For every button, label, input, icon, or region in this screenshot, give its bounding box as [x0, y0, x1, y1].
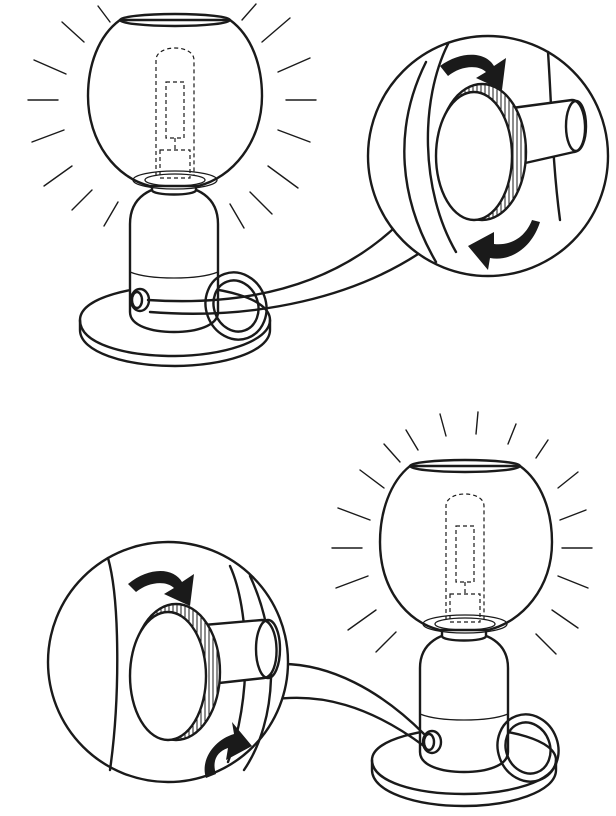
rotation-arrow-icon — [128, 571, 194, 606]
cord-ring-inner — [504, 721, 552, 775]
lamp-base-disc-edge — [370, 758, 558, 808]
light-ray-icon — [31, 129, 65, 143]
callout-connector — [268, 662, 426, 748]
light-ray-icon — [277, 129, 311, 143]
light-ray-icon — [33, 59, 67, 75]
dimmer-knob-front-face — [128, 610, 208, 742]
dimmer-knob-front-face — [434, 90, 514, 222]
light-ray-icon — [559, 509, 587, 521]
light-ray-icon — [43, 165, 73, 187]
light-ray-icon — [439, 413, 447, 437]
glass-globe — [86, 18, 264, 188]
rotation-arrow-icon — [204, 722, 252, 778]
panel-1 — [27, 3, 610, 368]
light-ray-icon — [335, 575, 369, 589]
cord-ring-icon — [496, 713, 560, 783]
light-ray-icon — [103, 201, 119, 227]
light-ray-icon — [337, 507, 371, 521]
lamp-body — [418, 630, 510, 774]
lamp-body-seam — [129, 271, 219, 279]
rotation-arrow-icon — [440, 54, 506, 90]
light-ray-icon — [551, 609, 579, 629]
light-ray-icon — [383, 443, 401, 463]
light-rays-bottom — [331, 411, 593, 655]
knob-shaft-end — [254, 618, 282, 680]
panel-2 — [46, 411, 593, 808]
light-ray-icon — [249, 191, 273, 215]
globe-socket-ring-inner — [144, 173, 206, 187]
lamp-body-seam — [419, 713, 509, 721]
lamp-body — [128, 184, 220, 334]
light-ray-icon — [71, 189, 93, 211]
light-ray-icon — [507, 423, 517, 445]
globe-socket-ring — [132, 170, 218, 190]
rotation-arrow-icon — [468, 220, 540, 270]
light-ray-icon — [229, 203, 245, 229]
globe-socket-ring-inner — [434, 617, 496, 631]
light-ray-icon — [267, 165, 299, 189]
knob-shaft-end — [564, 99, 588, 153]
light-ray-icon — [475, 411, 479, 435]
light-ray-icon — [557, 575, 589, 589]
globe-socket-ring — [422, 614, 508, 634]
globe-rim — [408, 458, 522, 474]
light-ray-icon — [97, 5, 111, 23]
light-ray-icon — [261, 17, 291, 43]
light-ray-icon — [61, 21, 85, 43]
bulb-icon — [445, 493, 485, 623]
dimmer-knob-face — [422, 732, 436, 752]
callout-connector — [146, 208, 440, 315]
light-rays-top — [27, 3, 317, 229]
lamp-base-disc-edge — [78, 318, 272, 368]
light-ray-icon — [277, 57, 311, 73]
light-ray-icon — [535, 633, 557, 655]
bulb-icon — [155, 47, 195, 179]
light-ray-icon — [405, 429, 419, 451]
light-ray-icon — [359, 469, 385, 489]
zoom-body-curve-outer — [403, 60, 438, 264]
light-ray-icon — [241, 3, 257, 21]
light-ray-icon — [535, 439, 549, 459]
glass-globe — [378, 464, 554, 632]
cord-ring-icon — [204, 271, 268, 341]
dimmer-knob-face — [130, 290, 144, 310]
light-ray-icon — [557, 471, 579, 489]
globe-rim — [118, 12, 232, 28]
light-ray-icon — [375, 631, 397, 653]
light-ray-icon — [347, 609, 377, 631]
